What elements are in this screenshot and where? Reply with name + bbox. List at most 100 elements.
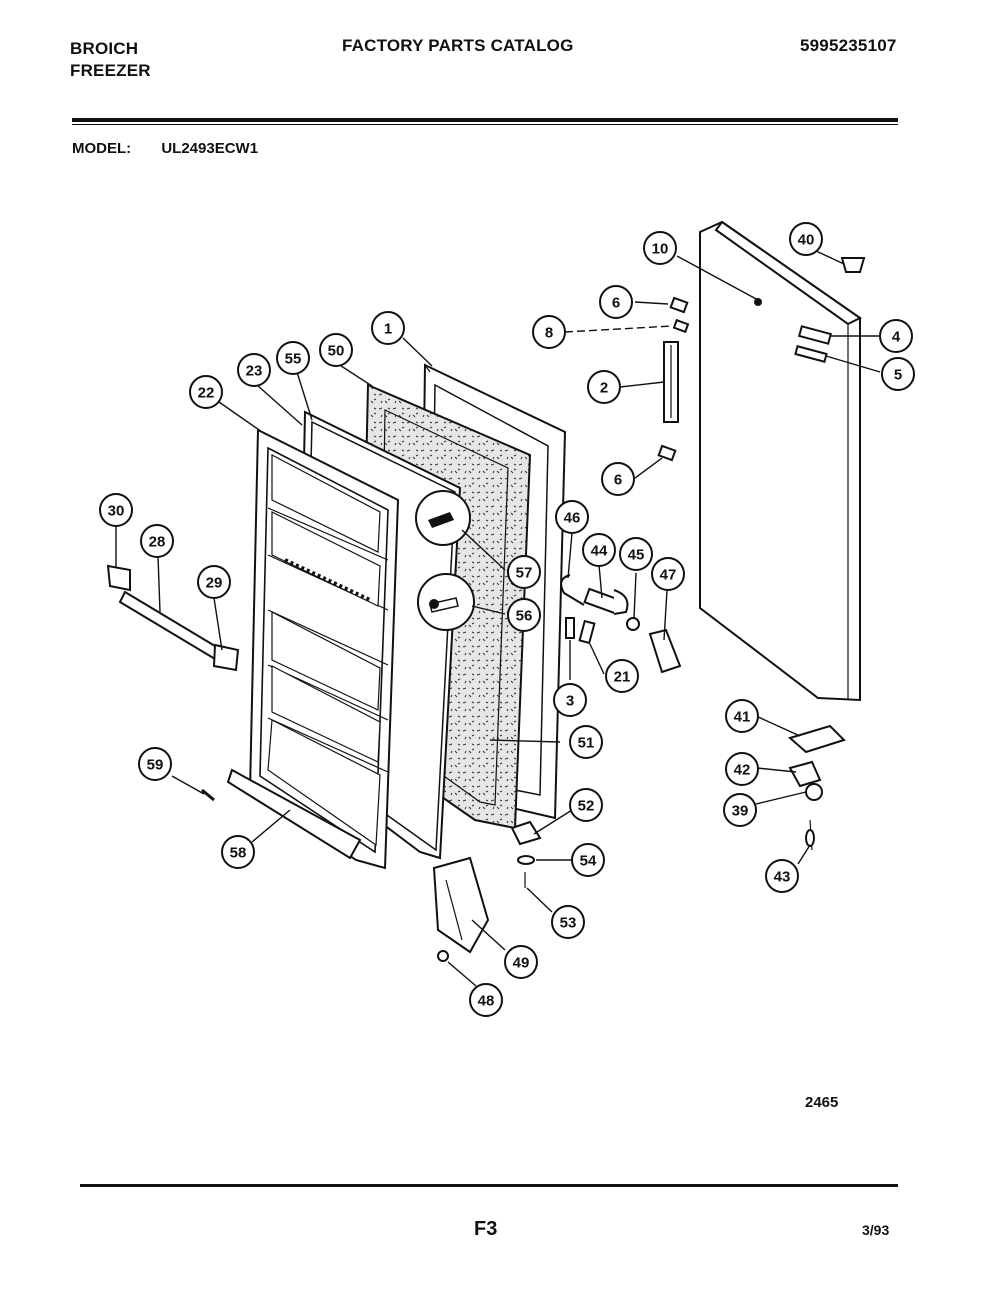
callout-circle [276,341,310,375]
callout-circle [469,983,503,1017]
part-callout-43: 43 [765,859,799,893]
figure-number: 2465 [805,1094,839,1111]
part-callout-53: 53 [551,905,585,939]
callout-circle [319,333,353,367]
callout-circle [725,699,759,733]
part-callout-45: 45 [619,537,653,571]
callout-label: 55 [285,351,302,368]
callout-label: 3 [566,693,574,710]
header-rule-thin [72,124,898,125]
callout-circle [221,835,255,869]
part-callout-10: 10 [643,231,677,265]
part-callout-6: 6 [601,462,635,496]
callout-circle [643,231,677,265]
callout-label: 57 [516,565,533,582]
callout-label: 21 [614,669,631,686]
callout-label: 28 [149,534,166,551]
callout-label: 2 [600,380,608,397]
page-id: F3 [474,1218,498,1240]
callout-label: 30 [108,503,125,520]
callout-label: 46 [564,510,581,527]
callout-circle [605,659,639,693]
part-callout-48: 48 [469,983,503,1017]
callout-label: 6 [614,472,622,489]
part-callout-4: 4 [879,319,913,353]
callout-label: 47 [660,567,677,584]
part-callout-50: 50 [319,333,353,367]
footer-rule [80,1184,898,1187]
callout-circle [532,315,566,349]
callout-label: 59 [147,757,164,774]
part-callout-55: 55 [276,341,310,375]
part-callout-23: 23 [237,353,271,387]
part-callout-21: 21 [605,659,639,693]
callout-label: 51 [578,735,595,752]
callout-label: 52 [578,798,595,815]
callout-label: 23 [246,363,263,380]
callout-circle [601,462,635,496]
callout-circle [881,357,915,391]
callout-label: 54 [580,853,597,870]
callout-circle [569,725,603,759]
part-callout-46: 46 [555,500,589,534]
callout-label: 49 [513,955,530,972]
callout-circle [765,859,799,893]
callout-label: 4 [892,329,901,346]
callout-circle [789,222,823,256]
callout-circle [599,285,633,319]
part-callout-29: 29 [197,565,231,599]
part-callout-42: 42 [725,752,759,786]
callout-circle [189,375,223,409]
callout-label: 42 [734,762,751,779]
callout-circle [507,555,541,589]
part-callout-3: 3 [553,683,587,717]
callout-label: 6 [612,295,620,312]
callout-label: 53 [560,915,577,932]
callout-label: 22 [198,385,215,402]
callout-circle [725,752,759,786]
part-callout-52: 52 [569,788,603,822]
brand-line-1: BROICH [70,39,139,58]
hinge-parts [201,257,866,962]
part-callout-1: 1 [371,311,405,345]
callout-circle [582,533,616,567]
catalog-date: 3/93 [862,1222,890,1238]
callout-circle [555,500,589,534]
leader-lines [115,249,881,987]
callout-label: 1 [384,321,392,338]
callout-circle [138,747,172,781]
callout-label: 41 [734,709,751,726]
part-callout-56: 56 [507,598,541,632]
callout-circle [587,370,621,404]
part-callout-58: 58 [221,835,255,869]
callout-circle [371,311,405,345]
brand-name: BROICH FREEZER [70,38,151,82]
callout-label: 5 [894,367,902,384]
callout-label: 48 [478,993,495,1010]
part-callout-59: 59 [138,747,172,781]
part-callout-40: 40 [789,222,823,256]
callout-label: 40 [798,232,815,249]
callout-label: 8 [545,325,553,342]
part-callout-22: 22 [189,375,223,409]
part-callout-49: 49 [504,945,538,979]
callout-circle [197,565,231,599]
callout-circle [504,945,538,979]
inner-door-liner [248,428,400,870]
shelf-rail [106,564,240,672]
callout-circle [140,524,174,558]
callout-circle [551,905,585,939]
header-rule [72,118,898,122]
bottom-trim [226,768,362,860]
model-row: MODEL: UL2493ECW1 [72,140,284,157]
callout-label: 43 [774,869,791,886]
callout-circle [99,493,133,527]
callout-circle [237,353,271,387]
part-callout-41: 41 [725,699,759,733]
part-callout-44: 44 [582,533,616,567]
part-callout-2: 2 [587,370,621,404]
callout-circle [571,843,605,877]
callout-label: 58 [230,845,247,862]
catalog-title: FACTORY PARTS CATALOG [342,36,574,55]
